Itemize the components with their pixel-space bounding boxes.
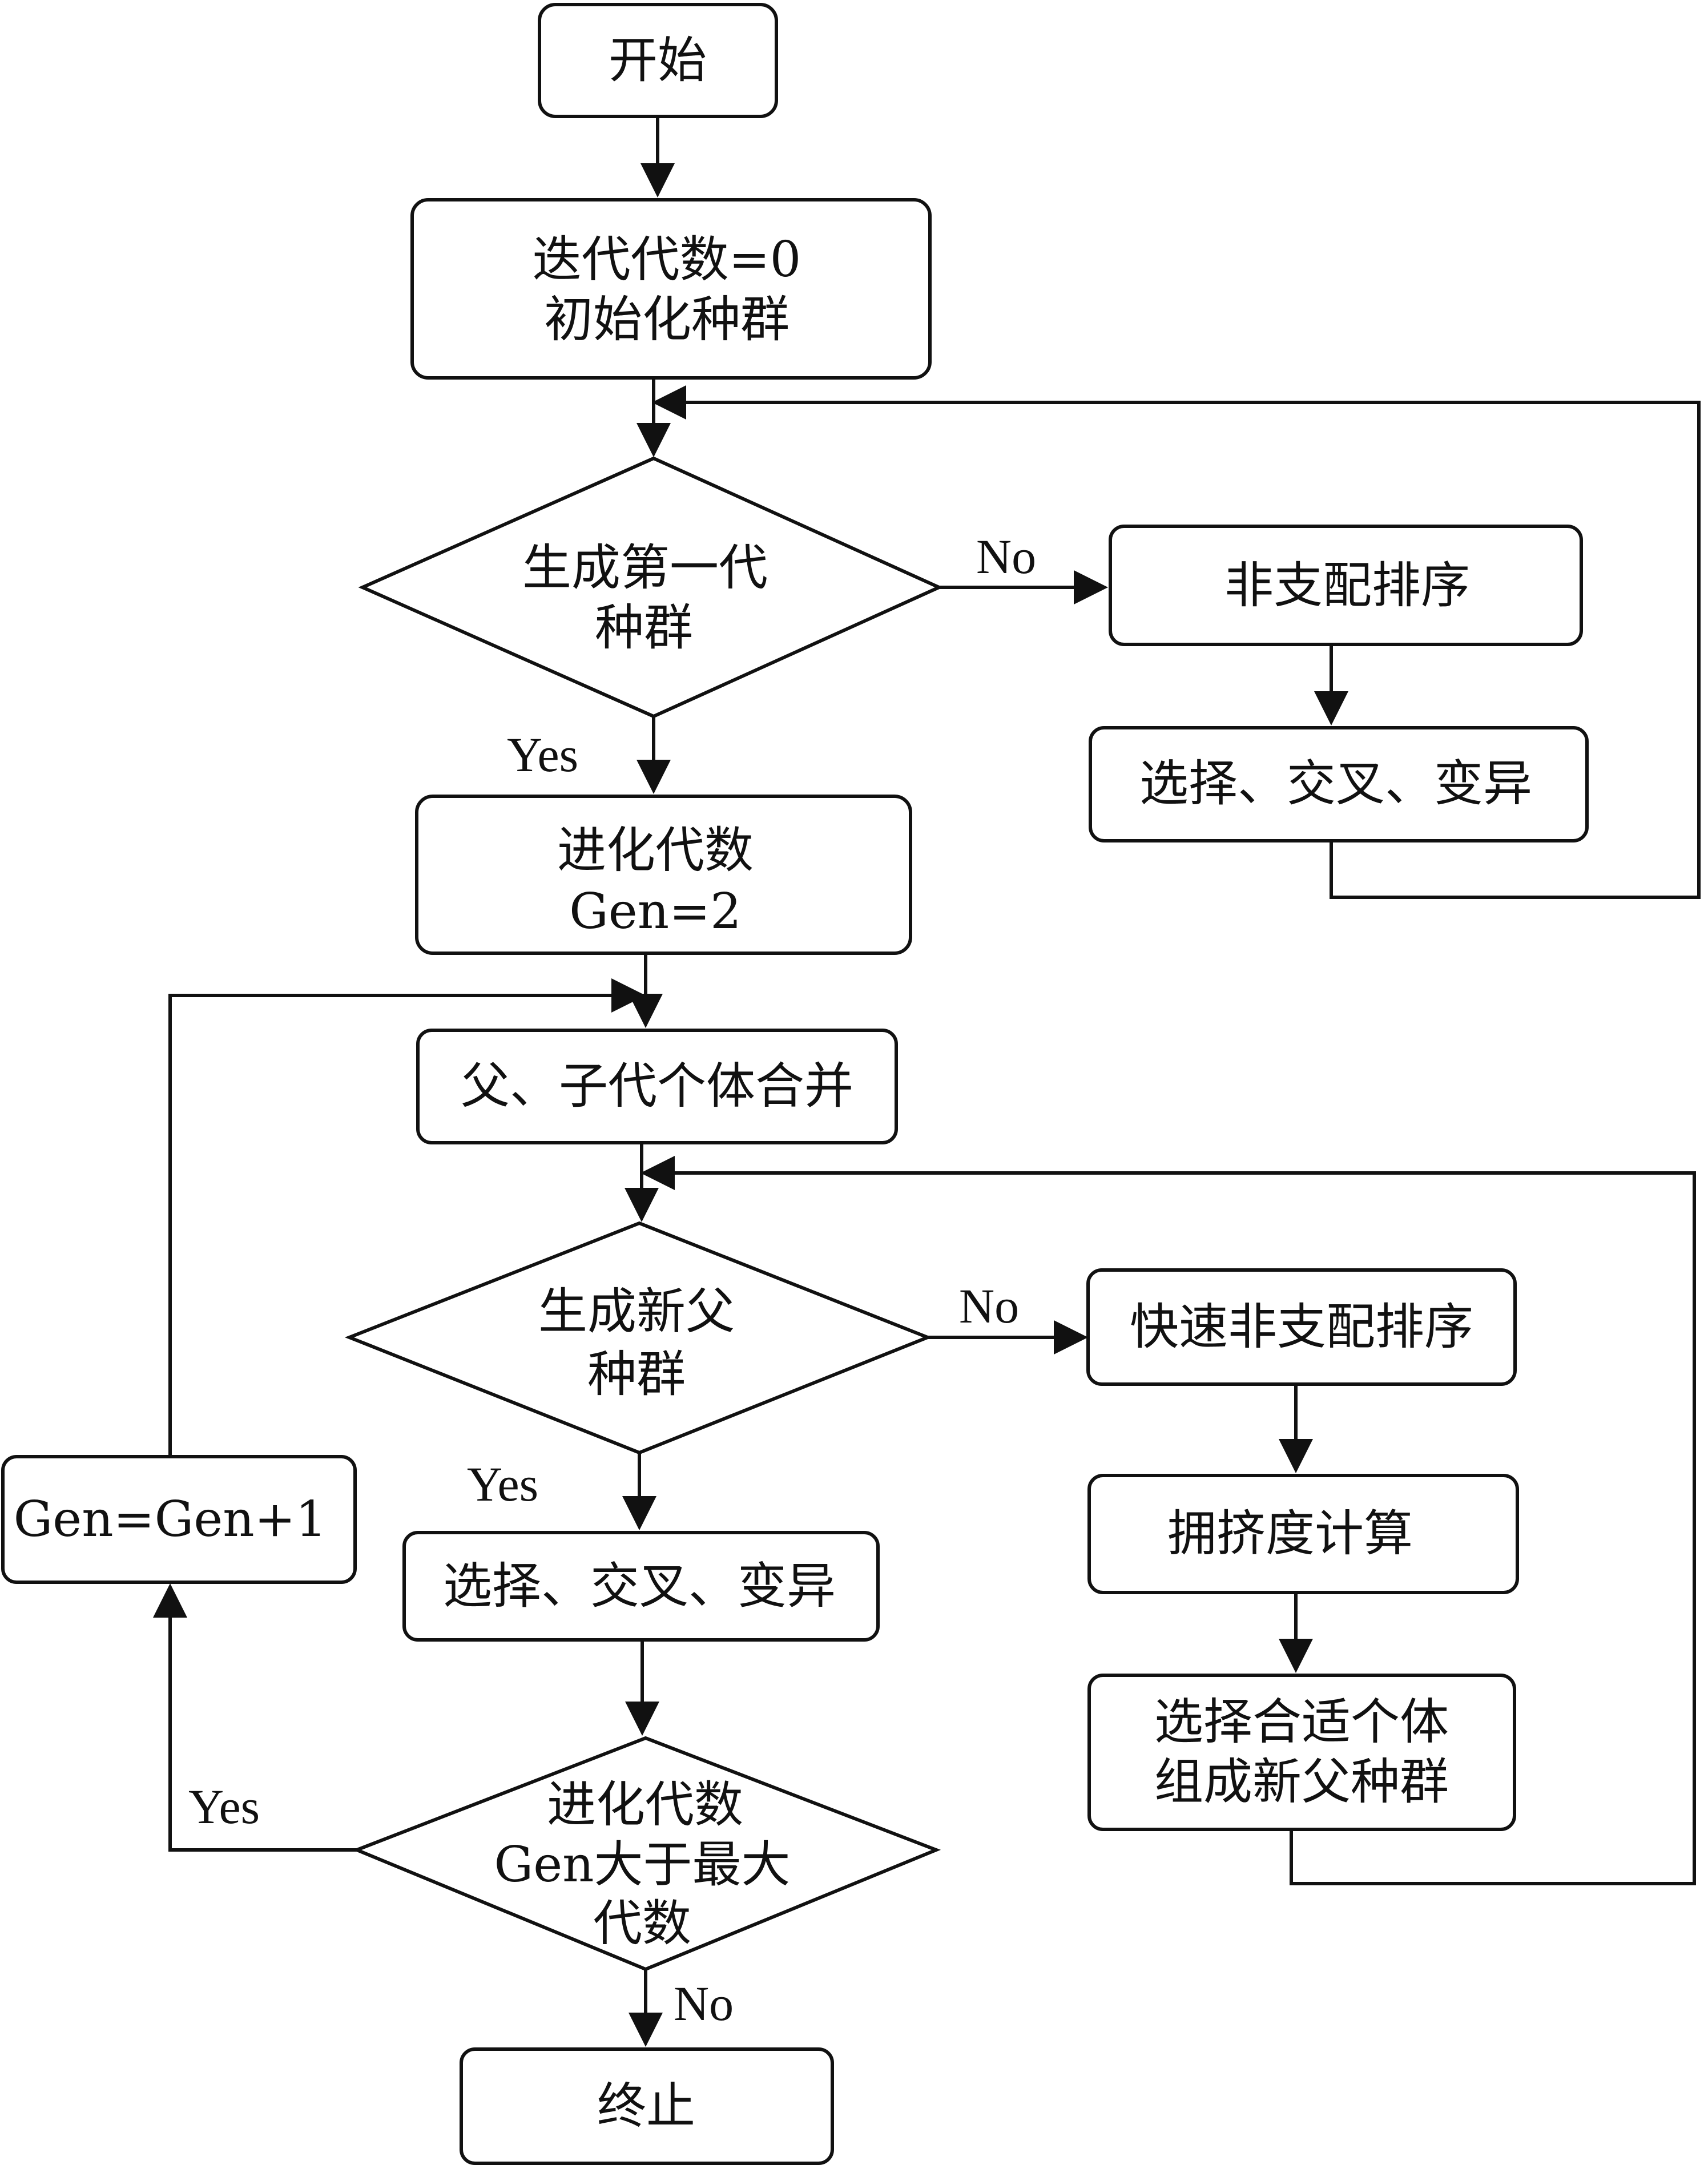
- evolution-gen-node: 进化代数 Gen=2: [415, 795, 912, 955]
- nondom-box: [1109, 525, 1583, 646]
- selection-node-2: 选择、交叉、变异: [402, 1531, 880, 1642]
- geninc-text: Gen=Gen+1: [14, 1491, 327, 1548]
- fast-sort-node: 快速非支配排序: [1086, 1268, 1517, 1386]
- loop-sel1-back-to-dec1: [652, 385, 1701, 899]
- init-text-line2: 初始化种群: [544, 291, 789, 348]
- dec1-text-line1: 生成第一代: [522, 539, 768, 596]
- dec1-yes-label: Yes: [507, 727, 578, 782]
- dec3-text-line1: 进化代数: [547, 1776, 743, 1833]
- crowd-text: 拥挤度计算: [1167, 1505, 1413, 1562]
- crowd-box: [1087, 1474, 1519, 1594]
- end-box: [460, 2047, 834, 2165]
- fast-text: 快速非支配排序: [1130, 1299, 1473, 1356]
- sel1-text: 选择、交叉、变异: [1139, 755, 1532, 812]
- merge-text: 父、子代个体合并: [461, 1058, 853, 1115]
- nondominated-sort-node: 非支配排序: [1109, 525, 1583, 646]
- geninc-box: [1, 1455, 357, 1584]
- sel2-text: 选择、交叉、变异: [443, 1558, 836, 1615]
- choose-box: [1087, 1674, 1516, 1831]
- end-node: 终止: [460, 2047, 834, 2165]
- init-node: 迭代代数=0 初始化种群: [410, 198, 932, 380]
- fast-box: [1086, 1268, 1517, 1386]
- decision-diamond-3: [352, 1736, 941, 1972]
- init-text-line1: 迭代代数=0: [533, 231, 801, 288]
- decision-diamond-2: [344, 1221, 933, 1455]
- start-box: [538, 3, 778, 118]
- dec2-text-line2: 种群: [587, 1346, 686, 1403]
- decision-max-gen: 进化代数 Gen大于最大 代数: [352, 1736, 941, 1972]
- dec3-text-line2: Gen大于最大: [494, 1836, 791, 1893]
- connectors: [153, 117, 1701, 2047]
- loop-geninc-back-to-merge: [168, 978, 646, 1456]
- arrow-dec3-yes-to-geninc: [153, 1583, 357, 1852]
- sel1-box: [1089, 726, 1589, 842]
- dec2-yes-label: Yes: [467, 1457, 538, 1511]
- loop-choose-back-to-dec2: [640, 1156, 1696, 1885]
- start-text: 开始: [609, 32, 707, 89]
- evo-box: [415, 795, 912, 955]
- decision-diamond-1: [358, 456, 944, 719]
- end-text: 终止: [597, 2078, 695, 2135]
- dec3-yes-label: Yes: [188, 1779, 260, 1834]
- decision-new-parent: 生成新父 种群: [344, 1221, 933, 1455]
- choose-node: 选择合适个体 组成新父种群: [1087, 1674, 1516, 1831]
- dec1-no-label: No: [976, 529, 1036, 584]
- dec3-no-label: No: [674, 1976, 734, 2031]
- decision-first-generation: 生成第一代 种群: [358, 456, 944, 719]
- merge-node: 父、子代个体合并: [416, 1029, 898, 1144]
- init-box: [410, 198, 932, 380]
- dec3-text-line3: 代数: [593, 1895, 691, 1952]
- dec2-text-line1: 生成新父: [538, 1283, 735, 1340]
- gen-increment-node: Gen=Gen+1: [1, 1455, 357, 1584]
- dec1-text-line2: 种群: [595, 599, 693, 656]
- start-node: 开始: [538, 3, 778, 118]
- merge-box: [416, 1029, 898, 1144]
- choose-text-line2: 组成新父种群: [1154, 1753, 1449, 1811]
- choose-text-line1: 选择合适个体: [1154, 1694, 1449, 1751]
- selection-node-1: 选择、交叉、变异: [1089, 726, 1589, 842]
- evo-text-line2: Gen=2: [569, 883, 742, 940]
- nondom-text: 非支配排序: [1224, 557, 1470, 614]
- crowding-node: 拥挤度计算: [1087, 1474, 1519, 1594]
- evo-text-line1: 进化代数: [557, 822, 754, 879]
- sel2-box: [402, 1531, 880, 1642]
- dec2-no-label: No: [959, 1279, 1019, 1333]
